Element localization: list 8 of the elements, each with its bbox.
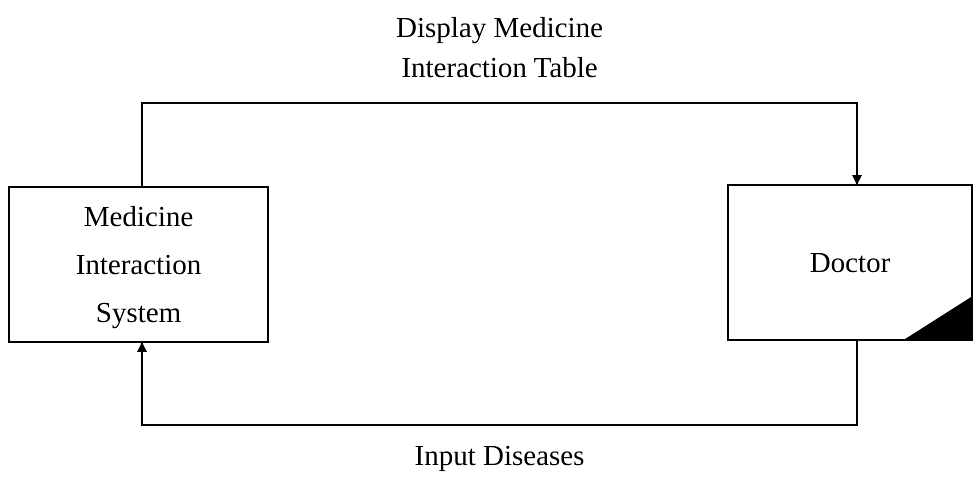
edge-label: Display Medicine Interaction Table xyxy=(395,11,604,86)
connector-arrow xyxy=(141,102,862,186)
node-label: Doctor xyxy=(810,246,890,280)
edge-label: Input Diseases xyxy=(414,439,586,474)
process-box xyxy=(8,186,269,343)
node-label: Medicine Interaction System xyxy=(74,200,202,330)
connector-arrow xyxy=(137,341,858,426)
process-box xyxy=(727,184,973,341)
